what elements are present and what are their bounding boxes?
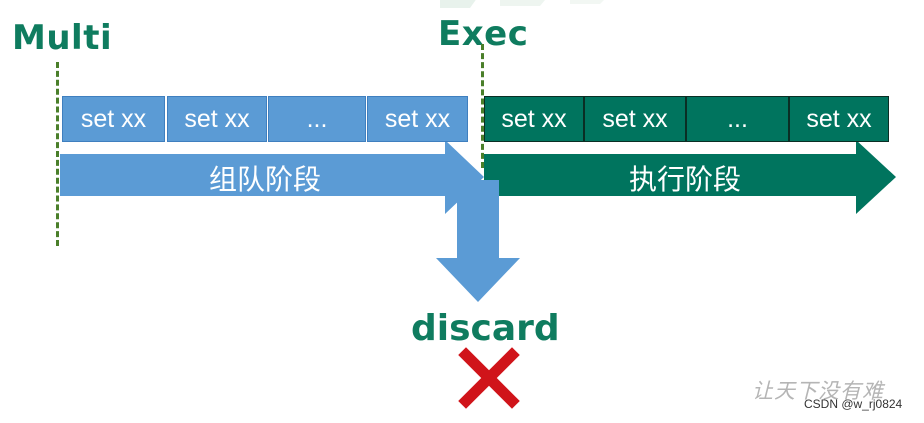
exec-command-1: set xx	[484, 96, 584, 142]
queue-command-4: set xx	[367, 96, 468, 142]
exec-command-2: set xx	[584, 96, 686, 142]
exec-marker-line	[481, 44, 484, 168]
discard-arrow	[436, 180, 520, 302]
discard-label: discard	[411, 308, 560, 349]
queue-command-2: set xx	[167, 96, 267, 142]
multi-marker-line	[56, 62, 59, 246]
queue-command-3: ...	[268, 96, 366, 142]
queue-phase-arrow	[60, 140, 484, 214]
exec-phase-arrow	[484, 140, 896, 214]
exec-command-4: set xx	[789, 96, 889, 142]
faint-header-decoration	[440, 0, 604, 8]
watermark-text: 让天下没有难	[752, 379, 884, 403]
queue-command-1: set xx	[62, 96, 165, 142]
exec-command-3: ...	[686, 96, 789, 142]
credit-text: CSDN @w_rj0824	[804, 397, 903, 411]
exec-phase-label: 执行阶段	[628, 163, 741, 196]
queue-phase-label: 组队阶段	[208, 163, 321, 196]
discard-x-icon	[458, 347, 520, 409]
multi-heading: Multi	[12, 18, 113, 58]
